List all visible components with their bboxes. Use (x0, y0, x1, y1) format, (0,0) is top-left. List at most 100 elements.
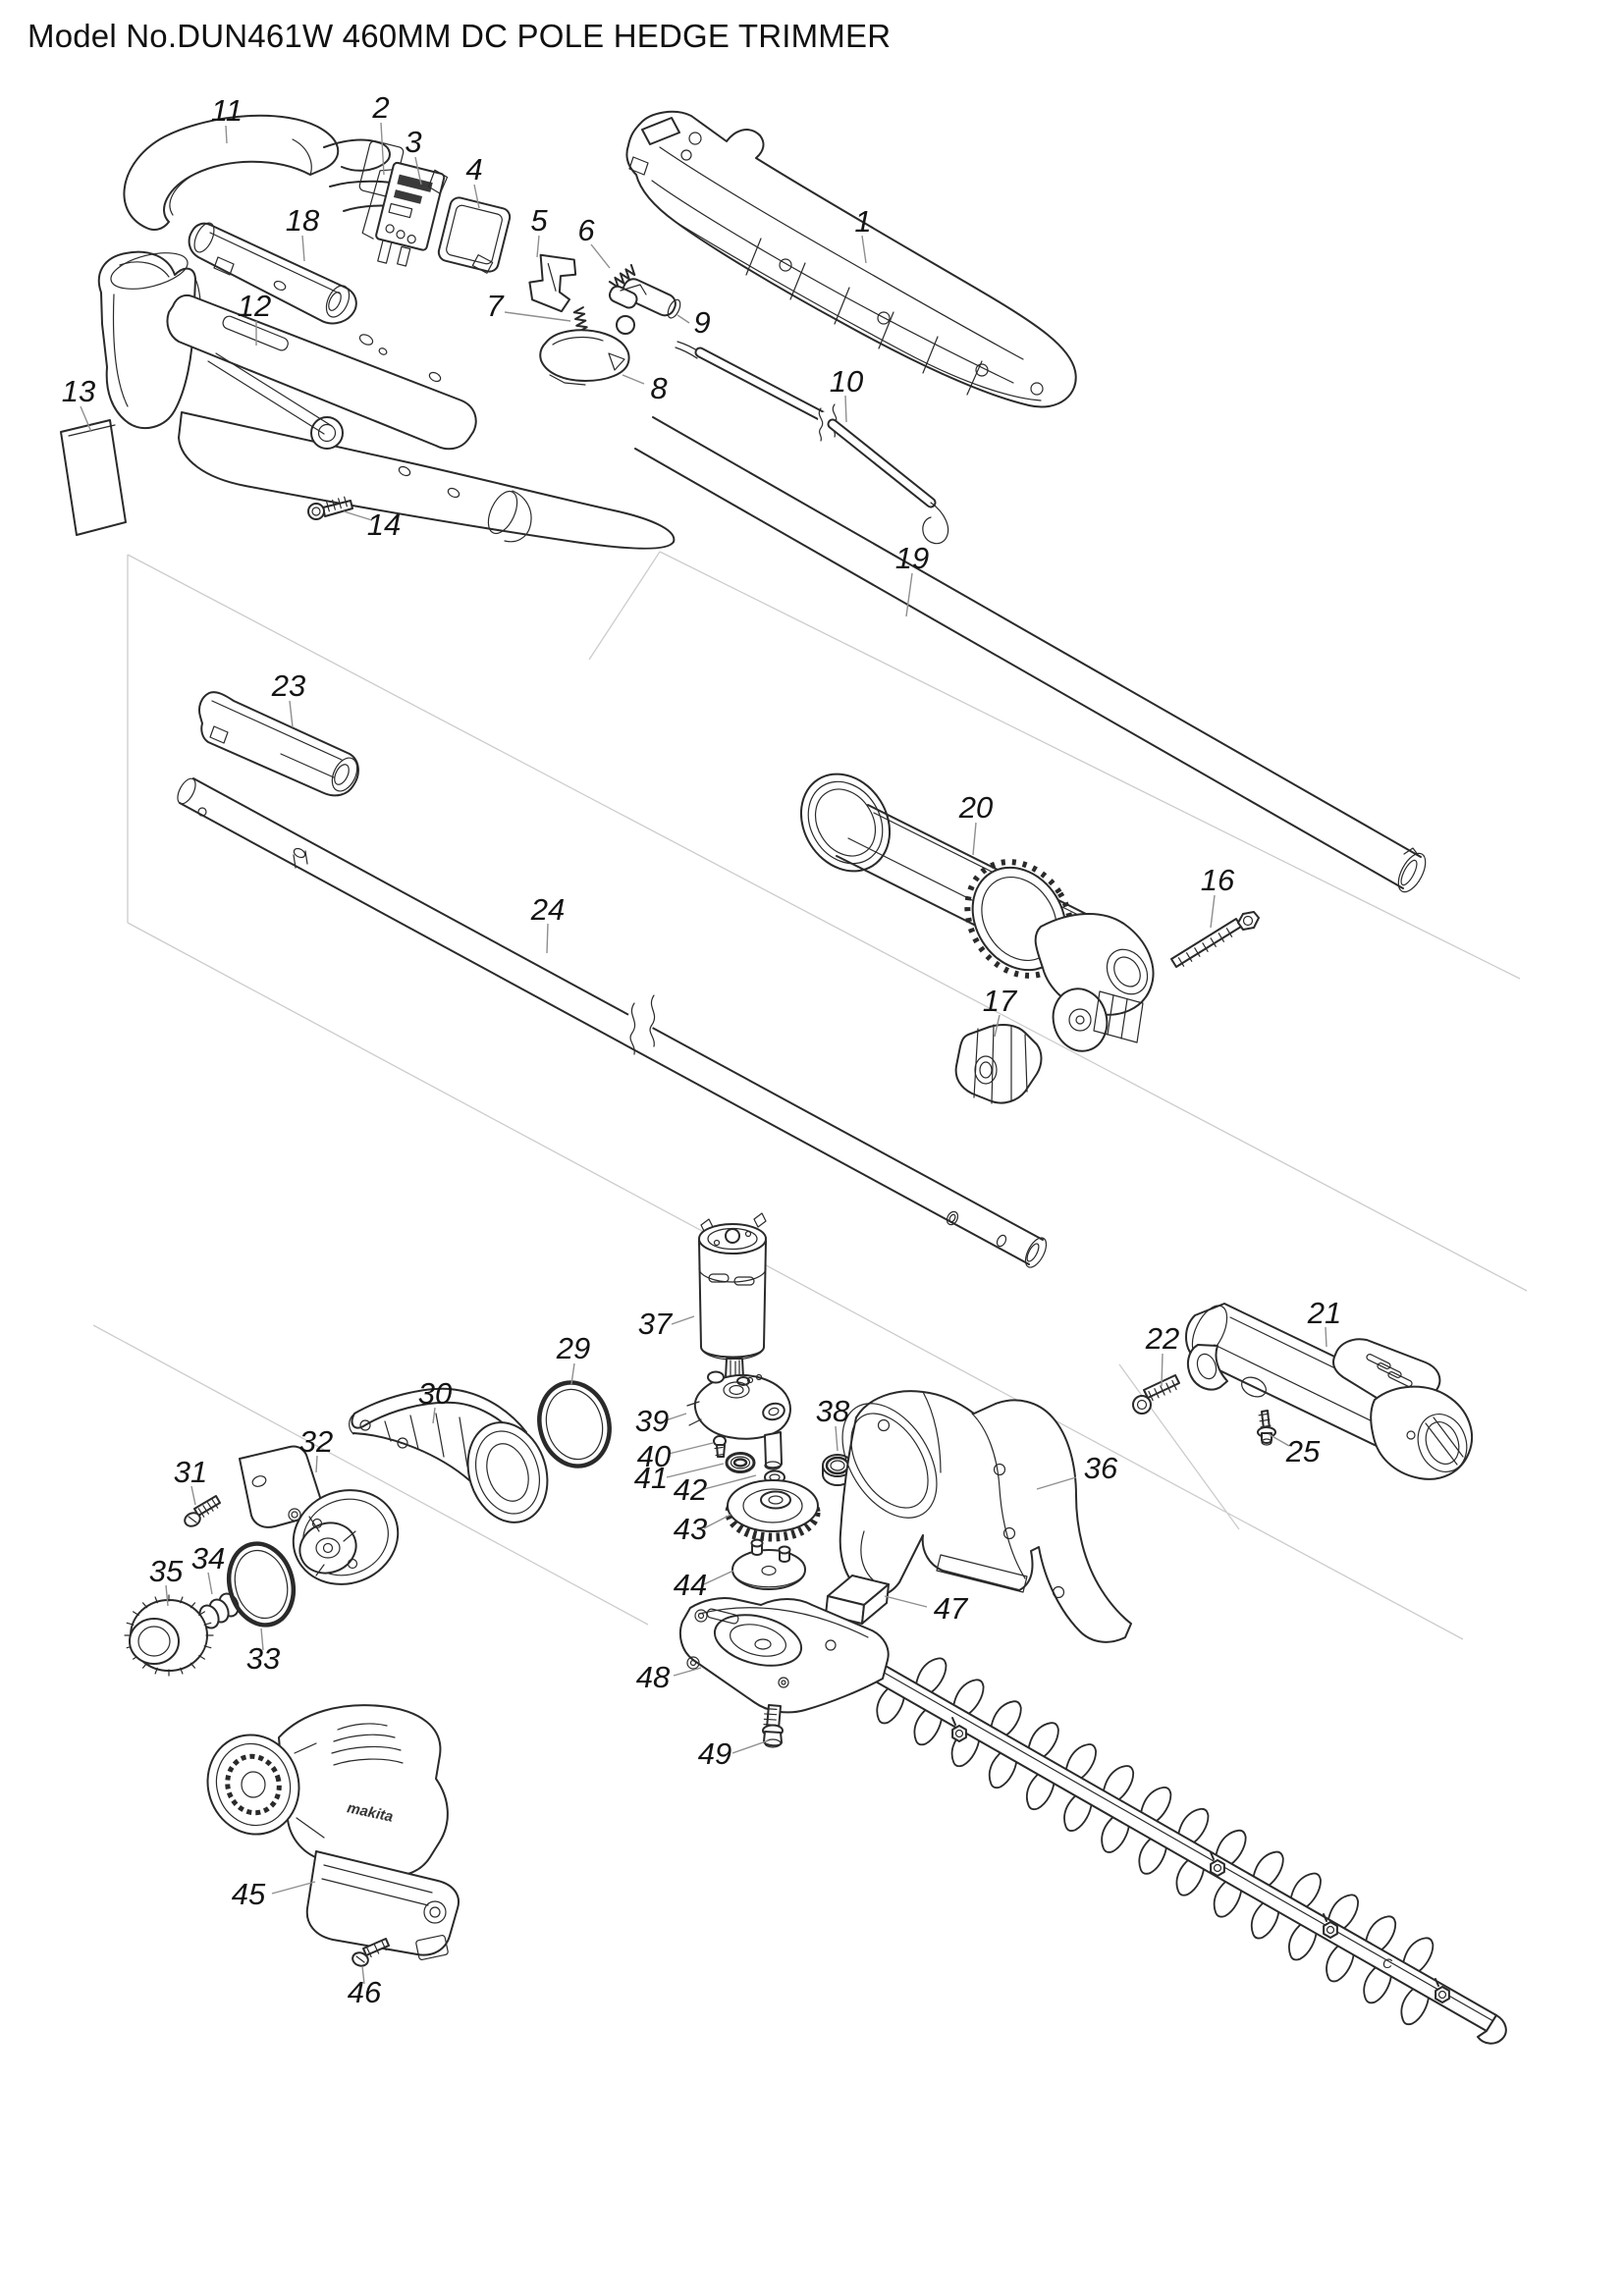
part-label-5: 5 (530, 203, 548, 238)
leader-line-36 (1036, 1476, 1077, 1490)
leader-line-16 (1210, 894, 1216, 929)
part-label-17: 17 (983, 984, 1018, 1018)
part-5-drawing (528, 253, 577, 313)
part-label-24: 24 (530, 892, 565, 927)
part-label-6: 6 (577, 213, 595, 247)
leader-line-42 (703, 1474, 757, 1490)
spline-bore (225, 1753, 282, 1816)
part-label-9: 9 (693, 305, 710, 340)
leader-line-1 (861, 235, 867, 264)
part-49-drawing (762, 1704, 784, 1748)
part-label-20: 20 (958, 790, 993, 825)
part-21-drawing (1185, 1303, 1473, 1480)
part-label-44: 44 (674, 1568, 707, 1602)
part-32-drawing (239, 1445, 400, 1585)
leader-line-49 (731, 1739, 770, 1754)
leader-line-40 (668, 1442, 714, 1455)
part-29-drawing (537, 1380, 612, 1468)
part-label-8: 8 (650, 371, 668, 405)
part-45-drawing: makita (206, 1704, 460, 1960)
part-label-13: 13 (62, 374, 95, 408)
leader-line-2 (380, 122, 385, 176)
part-label-25: 25 (1285, 1434, 1321, 1468)
part-label-4: 4 (465, 152, 482, 187)
part-label-7: 7 (486, 289, 505, 323)
part-22-drawing (1132, 1374, 1180, 1415)
leader-line-7 (504, 311, 571, 322)
leader-line-35 (165, 1584, 169, 1607)
part-39-drawing (686, 1370, 791, 1470)
leader-line-44 (703, 1570, 734, 1585)
leader-line-13 (80, 405, 92, 433)
part-16-drawing (1170, 911, 1260, 968)
part-label-16: 16 (1201, 863, 1235, 897)
part-1-ribs (745, 238, 983, 396)
part-label-49: 49 (698, 1736, 731, 1771)
part-label-1: 1 (854, 204, 871, 239)
part-13-drawing (60, 419, 127, 536)
part-label-30: 30 (418, 1376, 452, 1411)
part-label-35: 35 (149, 1554, 184, 1588)
part-label-38: 38 (816, 1394, 850, 1428)
part-48-drawing: C (678, 1597, 1507, 2045)
part-31-drawing (184, 1495, 221, 1527)
part-19-drawing (634, 416, 1427, 893)
leader-line-11 (225, 125, 228, 144)
leader-line-37 (671, 1315, 695, 1325)
part-label-21: 21 (1307, 1296, 1341, 1330)
leader-line-34 (207, 1572, 213, 1595)
part-label-18: 18 (286, 203, 320, 238)
part-label-12: 12 (238, 289, 271, 323)
part-12-drawing (97, 250, 676, 550)
leader-line-8 (622, 374, 645, 385)
leader-line-19 (905, 572, 913, 617)
part-label-48: 48 (636, 1660, 671, 1694)
blade-letter-mark: C (1382, 1955, 1393, 1971)
leader-line-31 (190, 1485, 196, 1506)
leader-line-3 (414, 156, 422, 186)
part-25-drawing (1257, 1410, 1276, 1446)
leader-line-47 (884, 1595, 928, 1608)
part-20-drawing (799, 773, 1155, 1052)
leader-line-48 (673, 1667, 702, 1677)
leader-line-23 (289, 700, 294, 728)
part-label-47: 47 (934, 1591, 969, 1626)
leader-line-18 (301, 235, 305, 262)
part-label-36: 36 (1084, 1451, 1118, 1485)
part-label-29: 29 (556, 1331, 590, 1365)
part-6-drawing (608, 264, 636, 289)
leader-line-6 (590, 243, 611, 269)
page-title: Model No.DUN461W 460MM DC POLE HEDGE TRI… (27, 18, 892, 54)
part-label-41: 41 (634, 1461, 668, 1495)
part-label-45: 45 (232, 1877, 266, 1911)
leader-line-10 (844, 395, 847, 423)
leader-line-24 (546, 923, 549, 954)
leader-line-5 (536, 235, 540, 258)
part-46-drawing (352, 1938, 390, 1967)
part-label-23: 23 (271, 668, 305, 703)
part-label-19: 19 (895, 541, 929, 575)
leader-line-17 (994, 1014, 1001, 1038)
leader-line-45 (271, 1881, 316, 1895)
part-37-drawing (698, 1212, 767, 1393)
leader-line-14 (343, 510, 373, 521)
part-1-drawing (625, 110, 1077, 408)
part-label-31: 31 (174, 1455, 207, 1489)
part-label-46: 46 (348, 1975, 382, 2009)
background-panel-lines (92, 551, 1528, 1640)
leader-line-20 (972, 822, 977, 856)
leader-line-46 (361, 1965, 365, 1985)
part-label-34: 34 (191, 1541, 225, 1575)
blade-teeth (876, 1657, 1435, 2026)
part-4-drawing (437, 196, 512, 274)
part-33-drawing (226, 1541, 297, 1628)
leader-line-4 (473, 184, 480, 209)
part-30-drawing (349, 1387, 549, 1523)
leader-line-25 (1268, 1433, 1290, 1447)
part-14-drawing (307, 496, 353, 520)
blade-nuts (951, 1717, 1450, 2003)
leader-line-39 (665, 1413, 687, 1421)
leader-line-32 (315, 1455, 318, 1473)
